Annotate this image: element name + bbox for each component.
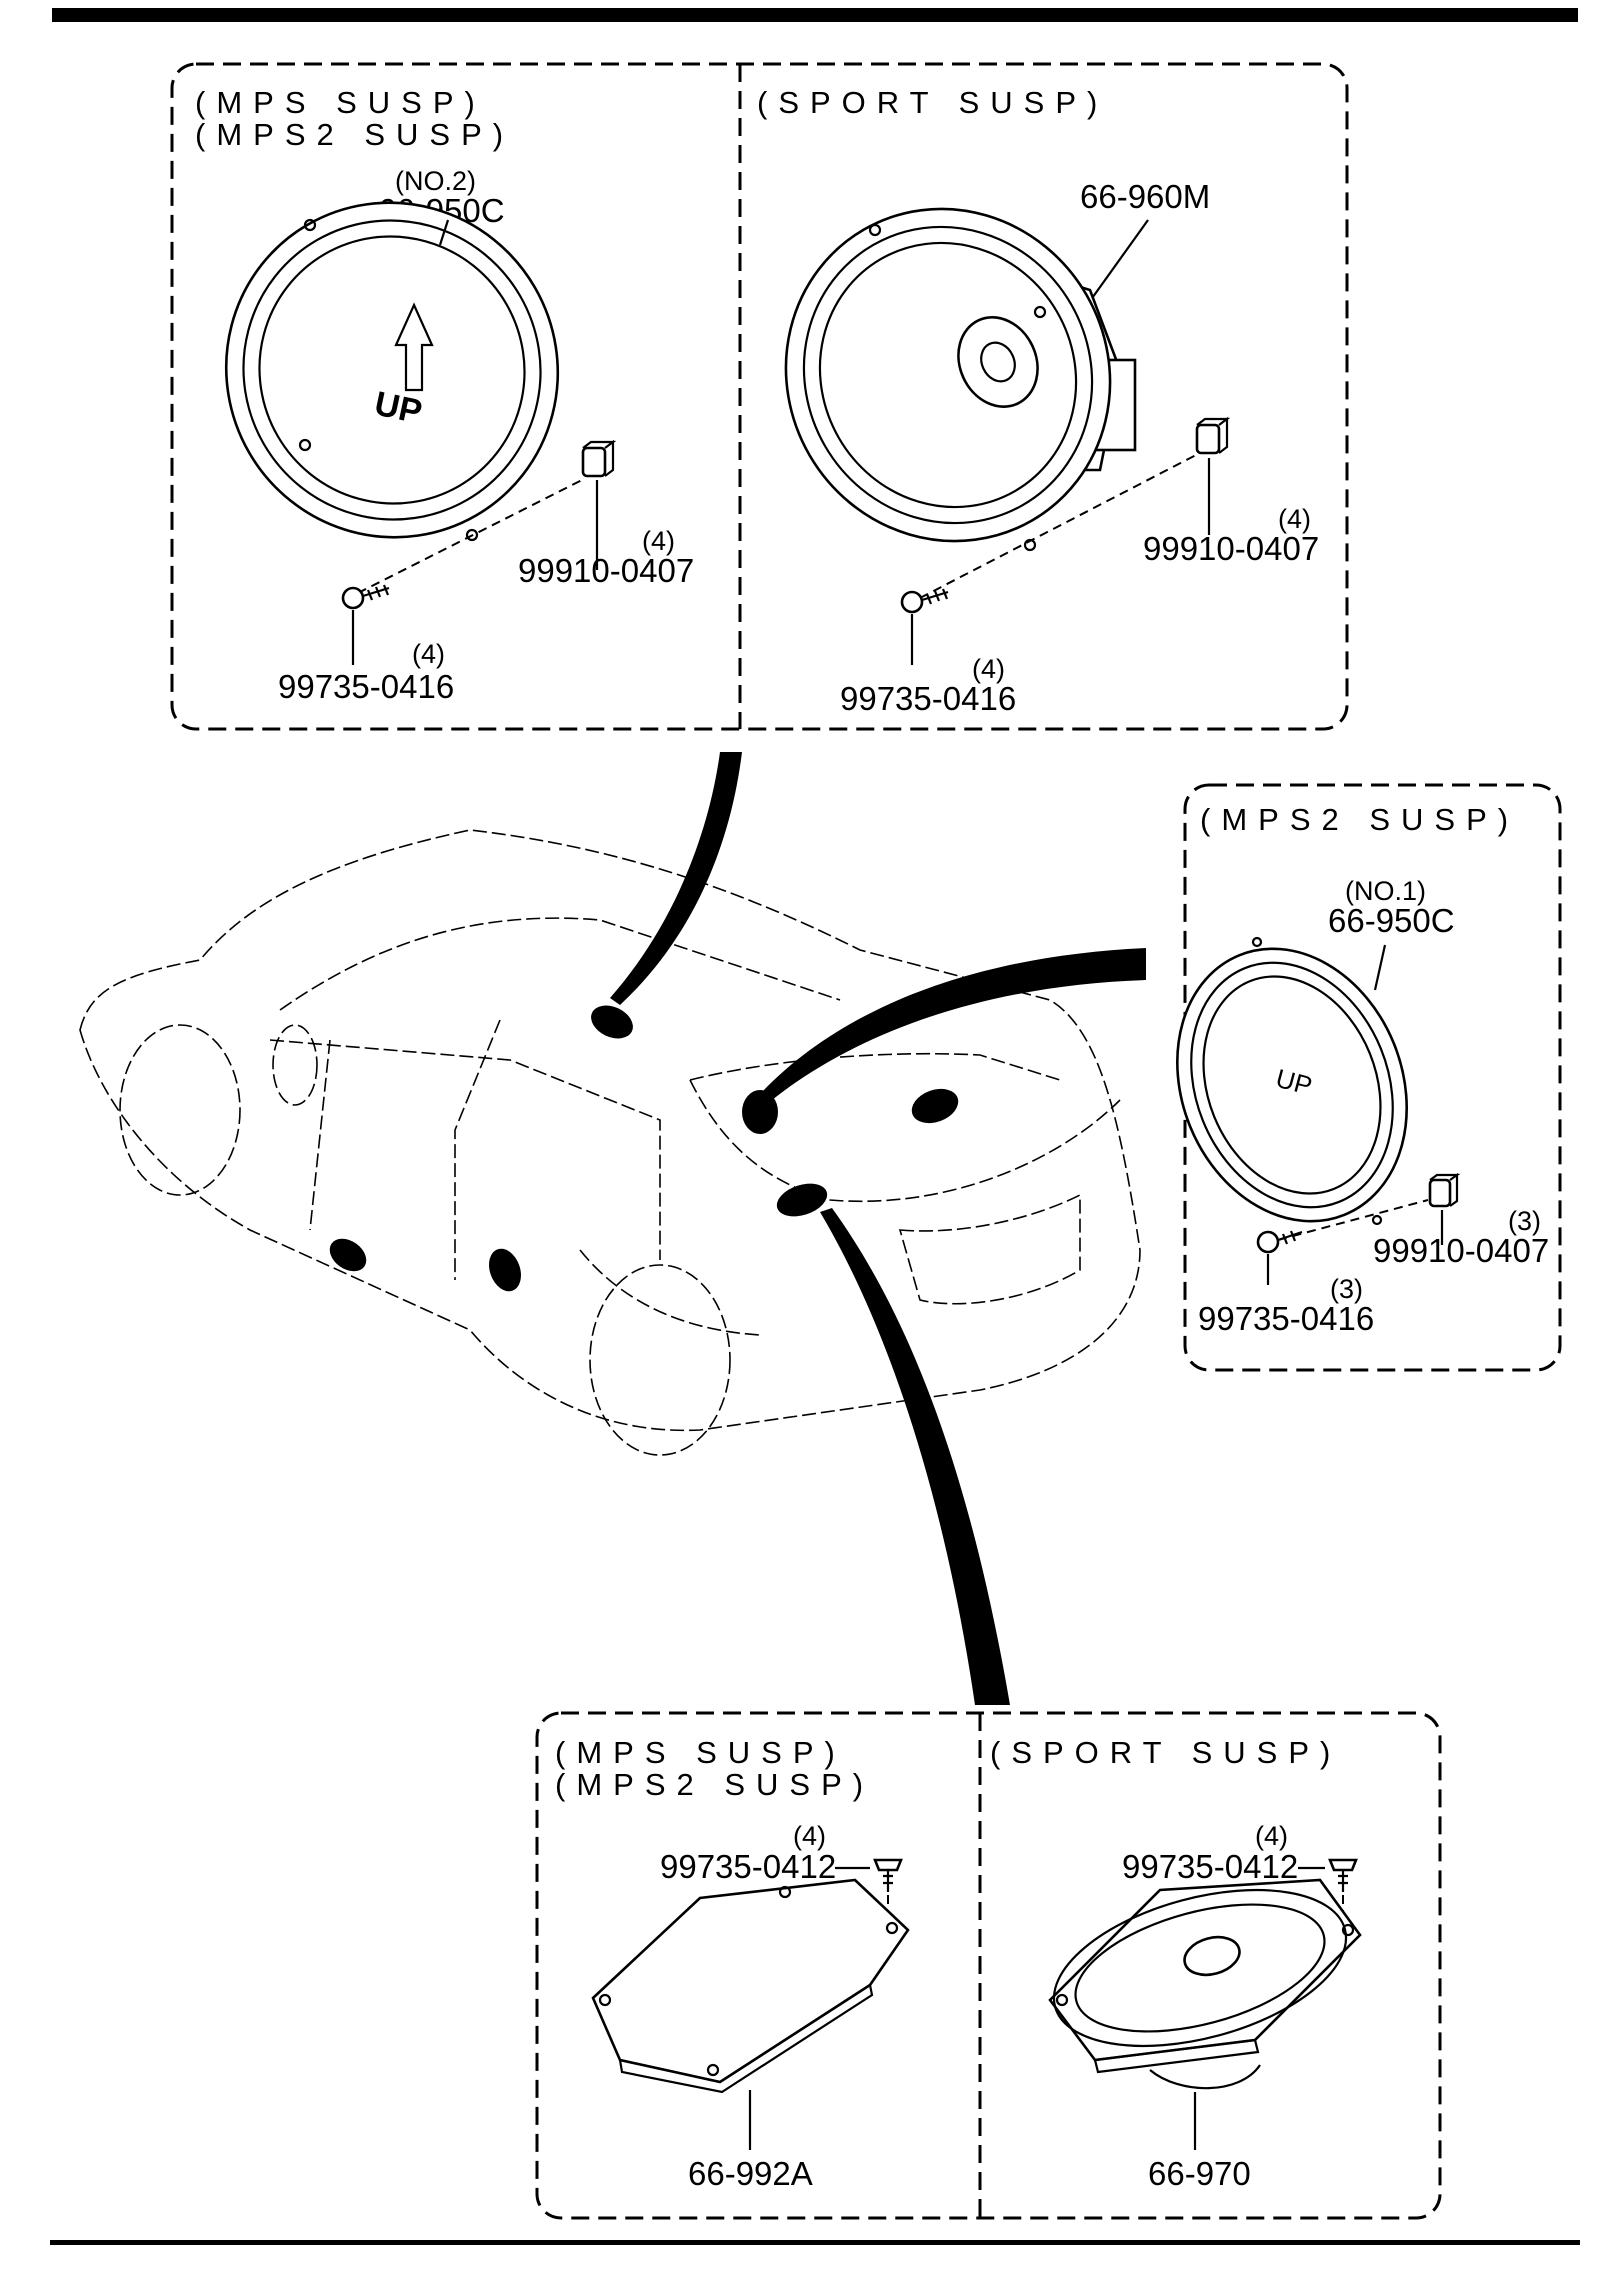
clip-icon [581, 439, 617, 478]
clip-icon [1428, 1172, 1461, 1208]
clip-icon [1195, 416, 1231, 455]
rear-door-header: (MPS2 SUSP) [1200, 802, 1519, 837]
speaker-location-marker [489, 1248, 521, 1292]
callout-leader [610, 752, 742, 1005]
front-door-panel: (MPS SUSP) (MPS2 SUSP) (NO.2) 66-950C UP… [170, 62, 1349, 731]
screw-icon [873, 1858, 903, 1892]
rear-door-clip-part: 99910-0407 [1373, 1232, 1549, 1269]
shelf-right-screw-part: 99735-0412 [1122, 1848, 1298, 1885]
front-left-screw-part: 99735-0416 [278, 668, 454, 705]
callout-leader [762, 948, 1146, 1100]
car-illustration [79, 752, 1146, 1705]
rear-door-spacer-number: (NO.1) [1345, 876, 1426, 906]
front-left-header-1: (MPS SUSP) [195, 85, 486, 120]
rear-shelf-panel: (MPS SUSP) (MPS2 SUSP) (4) 99735-0412 66… [535, 1711, 1442, 2220]
speaker-icon [784, 207, 1137, 552]
rear-door-spacer-part: 66-950C [1328, 902, 1455, 939]
screw-icon [341, 584, 390, 610]
screw-icon [1328, 1858, 1358, 1892]
speaker-location-marker [591, 1005, 633, 1039]
speaker-location-marker [776, 1183, 828, 1217]
rear-door-clip-qty: (3) [1508, 1206, 1541, 1236]
shelf-left-cover-part: 66-992A [688, 2155, 813, 2192]
front-left-clip-part: 99910-0407 [518, 552, 694, 589]
front-right-header: (SPORT SUSP) [757, 85, 1108, 120]
front-right-speaker-part: 66-960M [1080, 178, 1210, 215]
shelf-left-header-1: (MPS SUSP) [555, 1735, 846, 1770]
speaker-spacer-ring: UP [224, 201, 560, 542]
front-left-screw-qty: (4) [412, 639, 445, 669]
shelf-left-screw-part: 99735-0412 [660, 1848, 836, 1885]
front-left-spacer-number: (NO.2) [395, 166, 476, 196]
rear-door-screw-part: 99735-0416 [1198, 1300, 1374, 1337]
shelf-right-screw-qty: (4) [1255, 1821, 1288, 1851]
front-right-clip-qty: (4) [1278, 504, 1311, 534]
rear-door-screw-qty: (3) [1330, 1274, 1363, 1304]
speaker-spacer-ring: UP [1176, 936, 1408, 1226]
shelf-left-screw-qty: (4) [793, 1821, 826, 1851]
speaker-location-marker [911, 1088, 959, 1124]
shelf-right-header: (SPORT SUSP) [990, 1735, 1341, 1770]
front-right-clip-part: 99910-0407 [1143, 530, 1319, 567]
screw-icon [900, 588, 949, 614]
top-border-rule [52, 8, 1578, 22]
front-right-screw-qty: (4) [972, 654, 1005, 684]
front-left-clip-qty: (4) [642, 526, 675, 556]
bottom-border-rule [50, 2240, 1580, 2245]
rear-door-panel: (MPS2 SUSP) (NO.1) 66-950C UP (3) 99910-… [1176, 783, 1562, 1372]
callout-leader [820, 1208, 1010, 1705]
front-right-screw-part: 99735-0416 [840, 680, 1016, 717]
speaker-icon [1048, 1878, 1362, 2090]
up-arrow-icon [394, 302, 434, 392]
speaker-cover-icon [591, 1878, 910, 2094]
shelf-right-speaker-part: 66-970 [1148, 2155, 1251, 2192]
speaker-location-marker [329, 1238, 367, 1272]
speaker-location-marker [742, 1090, 778, 1134]
screw-icon [1256, 1230, 1303, 1254]
front-left-header-2: (MPS2 SUSP) [195, 117, 514, 152]
shelf-left-header-2: (MPS2 SUSP) [555, 1767, 874, 1802]
